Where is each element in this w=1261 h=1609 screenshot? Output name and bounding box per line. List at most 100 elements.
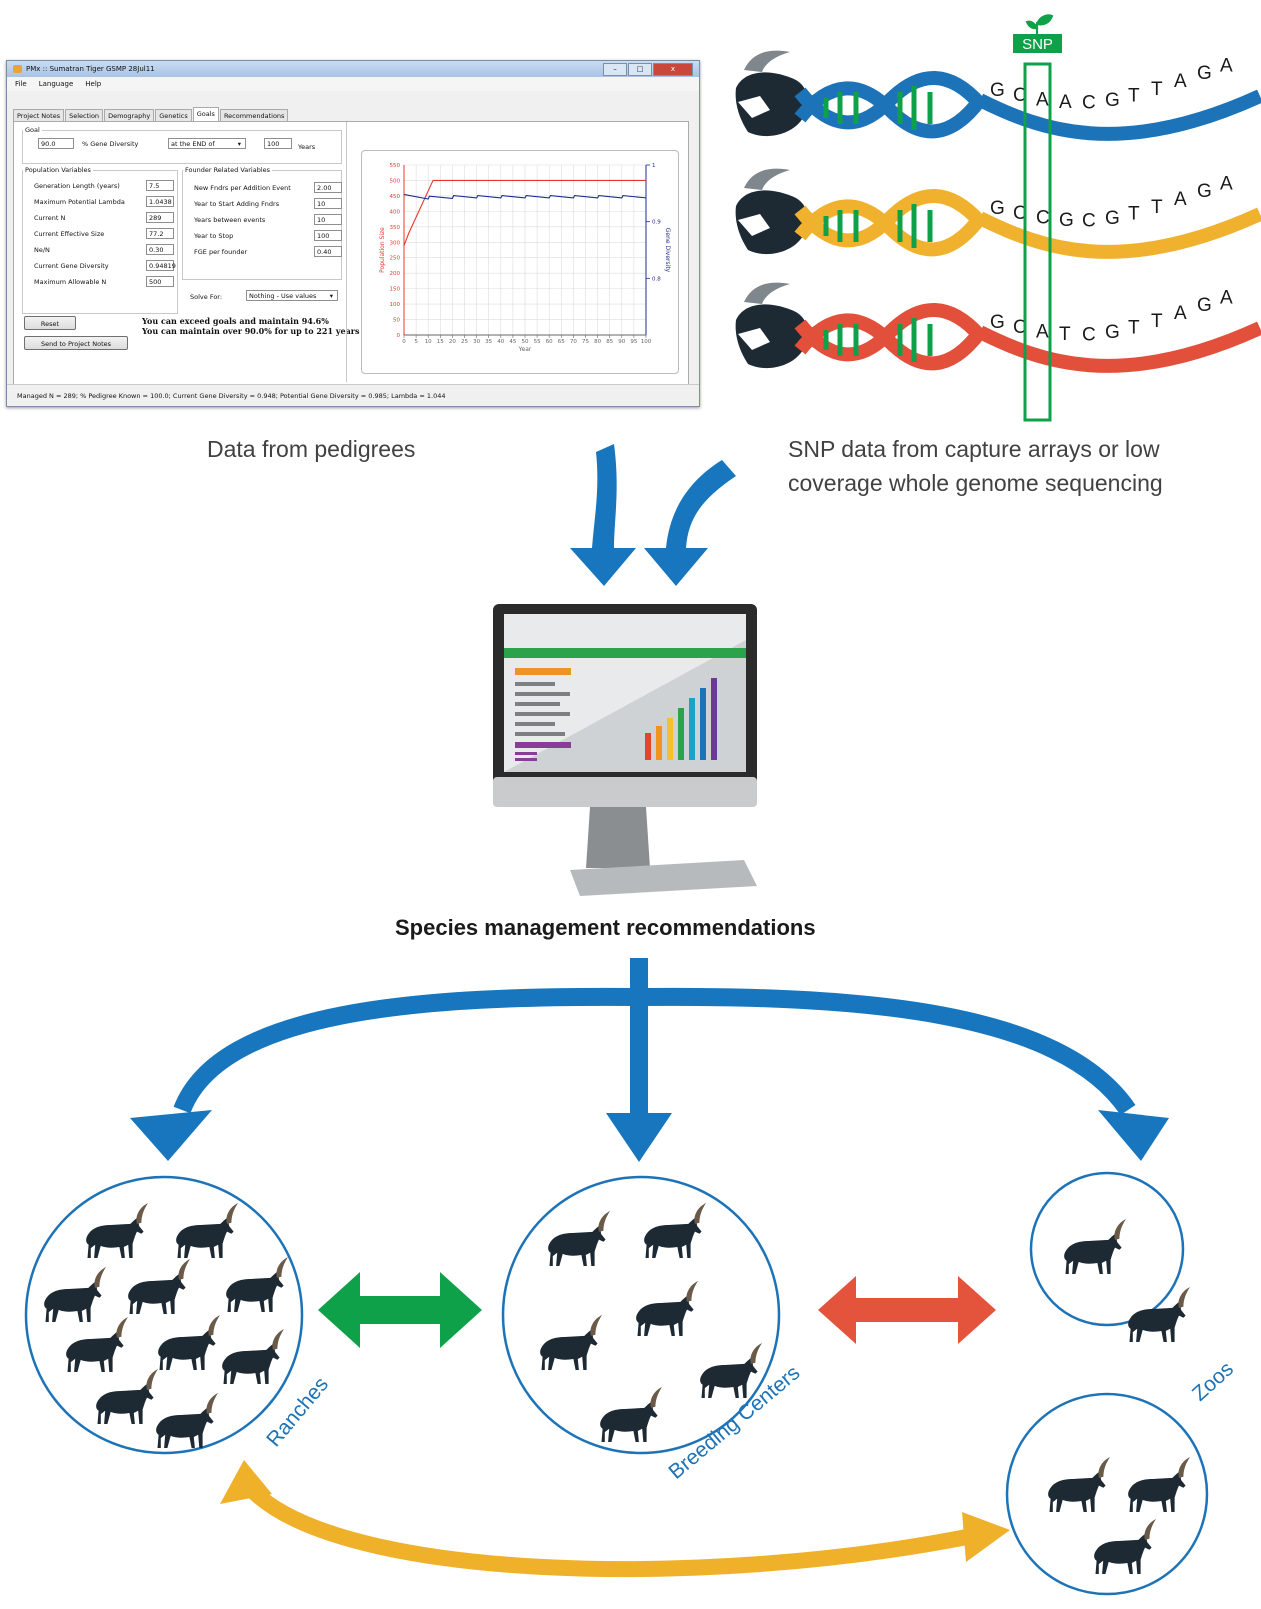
tab-selection[interactable]: Selection [65,109,104,124]
founder-variables-field[interactable]: 0.40 [314,246,342,257]
right-arrowhead [1098,1110,1169,1161]
goal-timing-select[interactable]: at the END of ▾ [168,138,246,149]
population-variables-field[interactable]: 500 [146,276,174,287]
ranches-breeding-exchange-arrow [318,1272,482,1348]
x-tick-label: 15 [437,339,444,345]
population-variables-field[interactable]: 0.30 [146,244,174,255]
result-message: You can exceed goals and maintain 94.6% … [142,316,360,336]
snp-caption: SNP data from capture arrays or low cove… [788,432,1163,500]
dna-base-letter: A [1036,90,1049,111]
left-arrowhead [130,1110,212,1161]
dna-base-letter: C [1082,92,1096,113]
dna-base-letter: T [1151,197,1163,218]
zoos-label: Zoos [1188,1357,1238,1405]
snp-tag [1013,34,1062,53]
dna-base-letter: G [1197,295,1212,316]
chevron-down-icon: ▾ [237,140,241,148]
close-button[interactable]: x [653,63,693,76]
founder-variables-legend: Founder Related Variables [185,166,271,174]
tab-goals[interactable]: Goals [192,107,219,122]
dna-base-letter: T [1151,79,1163,100]
dna-row-2 [735,168,1261,259]
population-variables-label: Maximum Potential Lambda [34,198,125,206]
minimize-button[interactable]: – [603,63,627,76]
dna-base-letter: G [1105,322,1120,343]
tab-project-notes[interactable]: Project Notes [13,109,65,124]
dna-base-letter: A [1036,322,1049,343]
founder-variables-field[interactable]: 10 [314,198,342,209]
maximize-button[interactable]: □ [628,63,652,76]
goal-value-field[interactable]: 90.0 [38,138,74,149]
founder-variables-label: New Fndrs per Addition Event [194,184,291,192]
menu-language[interactable]: Language [38,80,74,88]
tab-demography[interactable]: Demography [104,109,155,124]
solve-for-select[interactable]: Nothing - Use values ▾ [246,290,338,301]
y-tick-label: 50 [393,318,400,324]
x-tick-label: 10 [425,339,432,345]
app-logo-icon [13,65,22,73]
menu-file[interactable]: File [15,80,27,88]
y-tick-label: 100 [390,302,401,308]
founder-variables-label: Years between events [194,216,266,224]
y-tick-label: 350 [390,225,401,231]
reset-button[interactable]: Reset [24,316,76,330]
population-variables-field[interactable]: 0.94819 [146,260,176,271]
founder-variables-label: Year to Stop [194,232,234,240]
arc-arrow-shaft [173,987,1136,1116]
y-tick-label: 400 [390,209,401,215]
dna-base-letter: G [990,198,1005,219]
founder-variables-field[interactable]: 2.00 [314,182,342,193]
gene_diversity-series-line [403,193,647,200]
zoos-circle-1 [1029,1171,1185,1327]
menu-help[interactable]: Help [85,80,102,88]
pmx-window: PMx :: Sumatran Tiger GSMP 28Jul11 – □ x… [6,60,700,407]
y-tick-label: 150 [390,287,401,293]
y-tick-label: 500 [390,178,401,184]
x-tick-label: 85 [606,339,613,345]
founder-variables-field[interactable]: 100 [314,230,342,241]
y2-tick-label: 1 [652,163,656,169]
goal-years-field[interactable]: 100 [264,138,292,149]
ranches-zoos-exchange-arrow [220,1460,1010,1578]
y-tick-label: 450 [390,194,401,200]
dna-base-letter: C [1013,85,1027,106]
founder-variables-label: FGE per founder [194,248,248,256]
x-tick-label: 35 [485,339,492,345]
tab-genetics[interactable]: Genetics [155,109,192,124]
x-tick-label: 5 [414,339,418,345]
status-bar: Managed N = 289; % Pedigree Known = 100.… [7,384,699,406]
founder-variables-field[interactable]: 10 [314,214,342,225]
goal-years-label: Years [298,143,316,151]
snp-highlight-box [1023,62,1052,422]
dna-base-letter: G [1105,90,1120,111]
dna-base-letter: T [1059,324,1071,345]
ranches-circle [24,1175,304,1455]
population-variables-field[interactable]: 1.0438 [146,196,174,207]
goal-legend: Goal [25,126,40,134]
population-variables-label: Maximum Allowable N [34,278,107,286]
dna-base-letter: G [1105,208,1120,229]
population-variables-label: Ne/N [34,246,50,254]
snp-arrow [644,460,736,586]
send-to-project-notes-button[interactable]: Send to Project Notes [24,336,128,350]
y-tick-label: 200 [390,271,401,277]
breeding-centers-herd [540,1203,762,1442]
dna-base-letter: G [1197,63,1212,84]
dna-base-letter: A [1174,189,1187,210]
goal-timing-value: at the END of [171,140,215,148]
dna-base-letter: A [1059,92,1072,113]
dna-base-letter: G [1197,181,1212,202]
dna-base-letter: G [990,80,1005,101]
x-tick-label: 95 [630,339,637,345]
population-variables-field[interactable]: 77.2 [146,228,174,239]
y-tick-label: 300 [390,240,401,246]
population-variables-field[interactable]: 7.5 [146,180,174,191]
recommendations-caption: Species management recommendations [395,915,816,940]
population-variables-field[interactable]: 289 [146,212,174,223]
tab-recommendations[interactable]: Recommendations [219,109,289,124]
sable-head-icon [735,282,808,369]
ranches-herd [44,1203,288,1448]
